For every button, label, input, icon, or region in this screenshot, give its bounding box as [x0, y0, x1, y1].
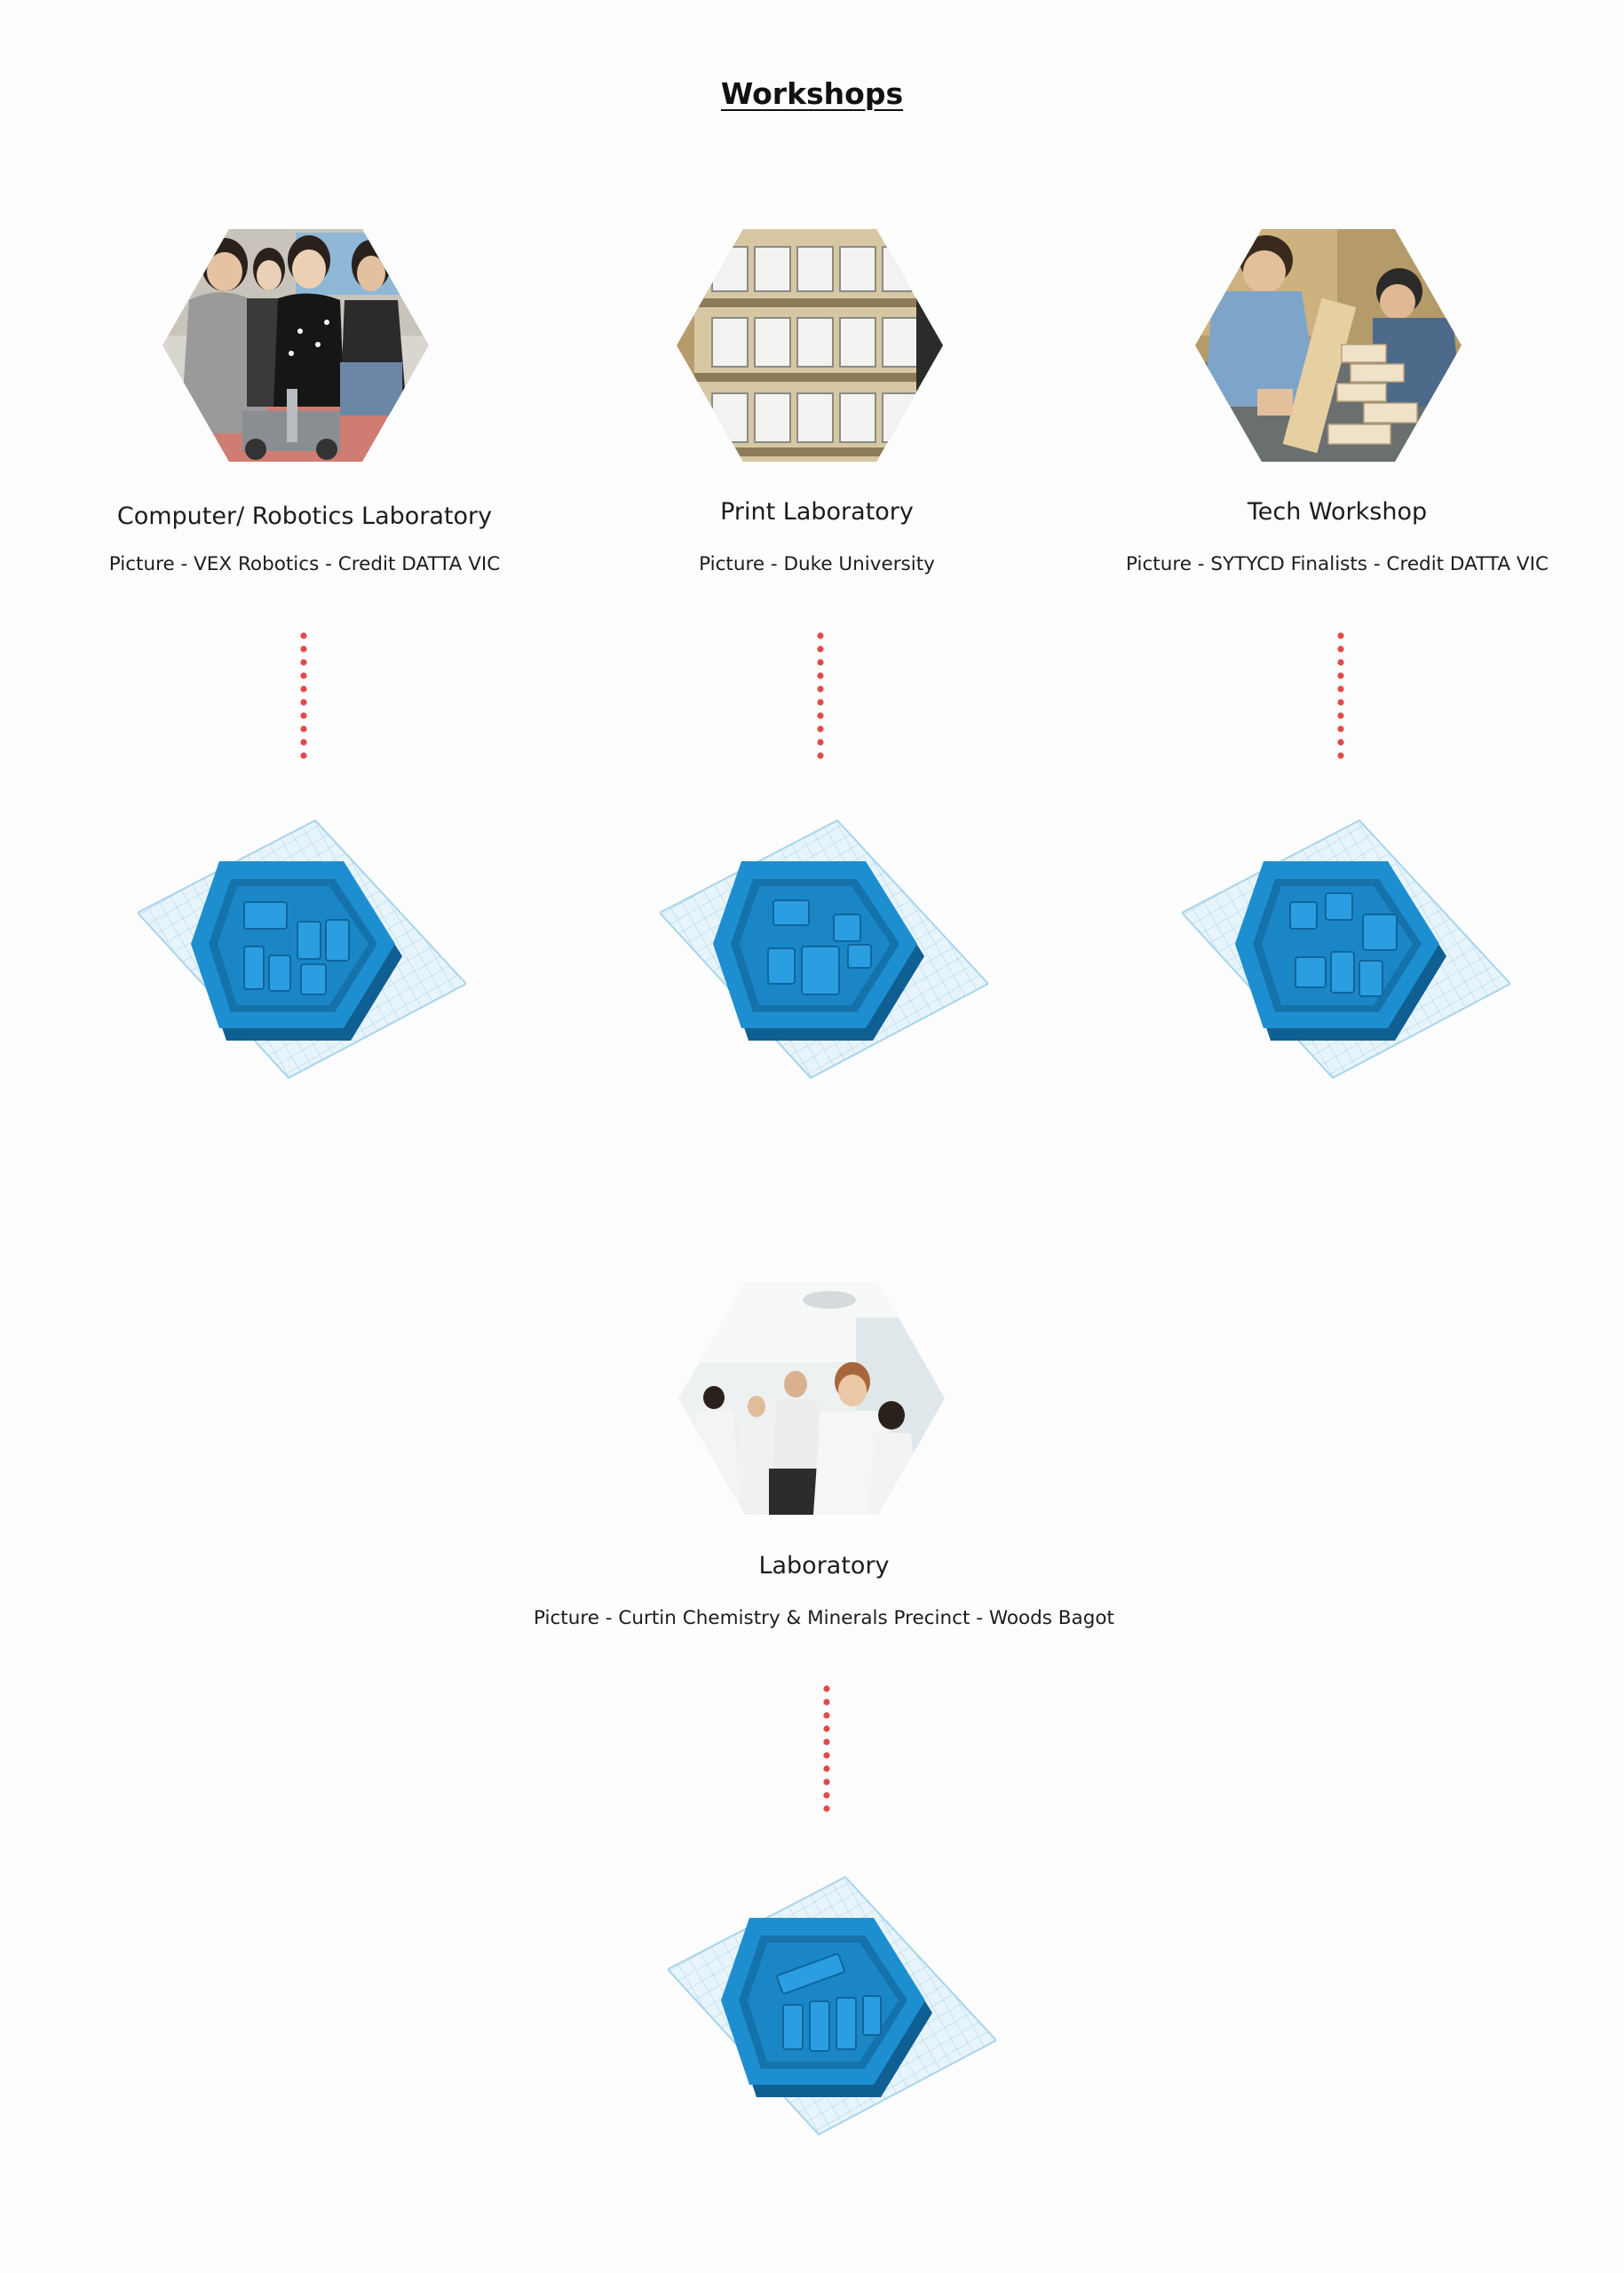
dotted-connector	[822, 1684, 831, 1818]
hex-tray-model-icon	[1182, 819, 1510, 1080]
3d-model-tech-workshop	[1182, 815, 1510, 1081]
hex-photo-tech-workshop	[1195, 229, 1462, 462]
3d-model-print-lab	[660, 815, 988, 1081]
section-credit: Picture - SYTYCD Finalists - Credit DATT…	[1126, 553, 1549, 575]
page-title: Workshops	[720, 76, 904, 111]
woodwork-photo-icon	[1195, 229, 1462, 462]
students-robot-photo-icon	[162, 229, 429, 462]
dotted-connector	[816, 631, 825, 764]
hex-photo-print-lab	[677, 229, 943, 462]
dotted-connector	[1336, 631, 1345, 764]
section-credit: Picture - Duke University	[699, 553, 935, 575]
hex-tray-model-icon	[668, 1875, 996, 2136]
3d-model-laboratory	[668, 1872, 996, 2138]
section-credit: Picture - VEX Robotics - Credit DATTA VI…	[108, 553, 501, 575]
hex-tray-model-icon	[660, 819, 988, 1080]
section-caption: Print Laboratory	[720, 498, 914, 526]
section-caption: Computer/ Robotics Laboratory	[116, 503, 493, 530]
science-lab-photo-icon	[678, 1282, 945, 1515]
section-credit: Picture - Curtin Chemistry & Minerals Pr…	[534, 1607, 1114, 1629]
3d-printers-photo-icon	[677, 229, 943, 462]
hex-tray-model-icon	[138, 819, 466, 1080]
hex-photo-robotics	[162, 229, 429, 462]
section-caption: Laboratory	[758, 1552, 890, 1580]
3d-model-robotics	[138, 815, 466, 1081]
hex-photo-laboratory	[678, 1282, 945, 1515]
dotted-connector	[299, 631, 308, 764]
section-caption: Tech Workshop	[1247, 498, 1428, 526]
